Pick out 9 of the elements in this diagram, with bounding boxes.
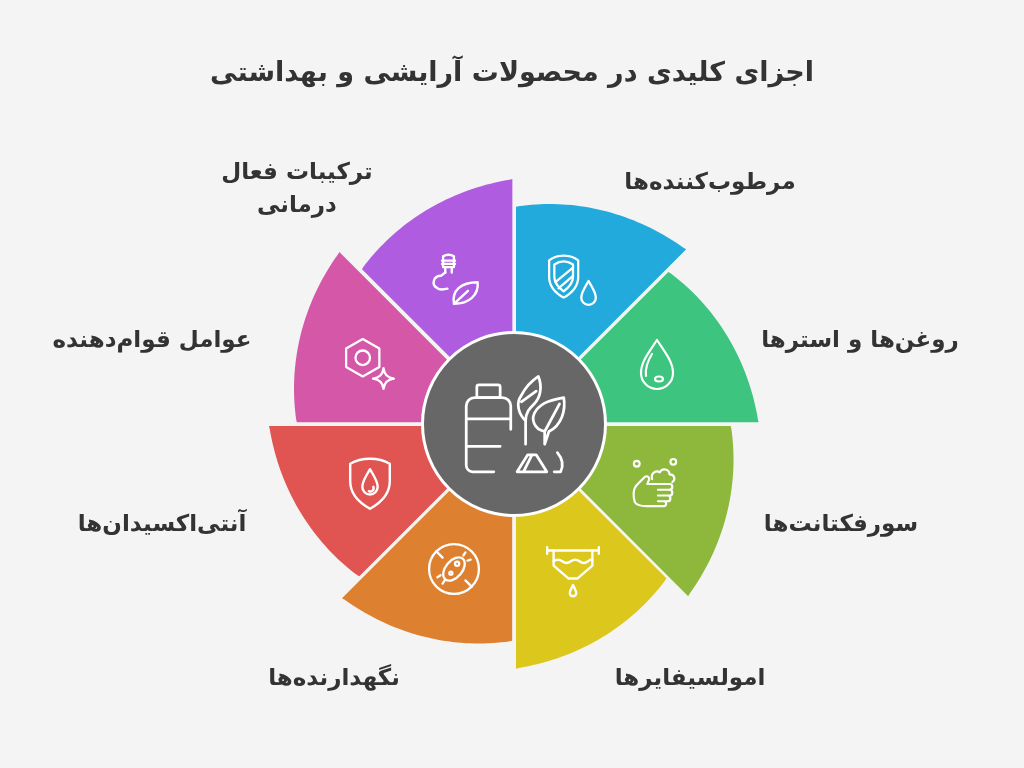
- segment-label: سورفکتانت‌ها: [763, 509, 919, 539]
- segment-label: امولسیفایرها: [614, 663, 766, 693]
- segment-label: روغن‌ها و استرها: [761, 325, 959, 355]
- segment-label: نگهدارنده‌ها: [268, 663, 400, 693]
- segment-label: آنتی‌اکسیدان‌ها: [77, 508, 247, 539]
- segment-label: مرطوب‌کننده‌ها: [624, 167, 796, 197]
- segment-label: ترکیبات فعال درمانی: [220, 156, 374, 220]
- segment-label: عوامل قوام‌دهنده: [52, 325, 252, 355]
- diagram-title: اجزای کلیدی در محصولات آرایشی و بهداشتی: [210, 56, 814, 87]
